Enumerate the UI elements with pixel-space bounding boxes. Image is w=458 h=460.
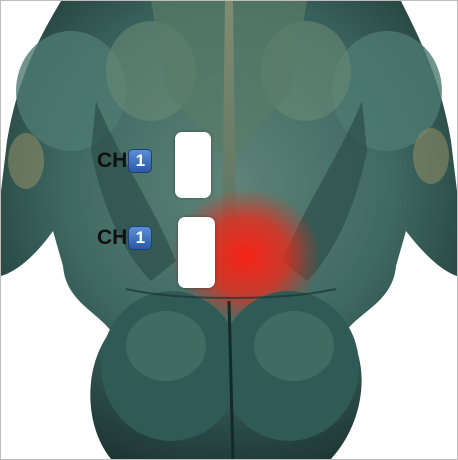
left-elbow — [8, 133, 44, 189]
electrode-pad-upper[interactable] — [175, 132, 211, 198]
channel-label-upper: CH 1 — [97, 149, 152, 173]
channel-label-lower: CH 1 — [97, 226, 152, 250]
electrode-pad-lower[interactable] — [178, 217, 215, 288]
channel-number-badge: 1 — [128, 149, 152, 173]
channel-text: CH — [97, 226, 127, 250]
channel-number-badge: 1 — [128, 226, 152, 250]
right-glute-highlight — [254, 311, 334, 381]
channel-text: CH — [97, 149, 127, 173]
right-elbow — [413, 128, 449, 184]
left-glute-highlight — [126, 311, 206, 381]
